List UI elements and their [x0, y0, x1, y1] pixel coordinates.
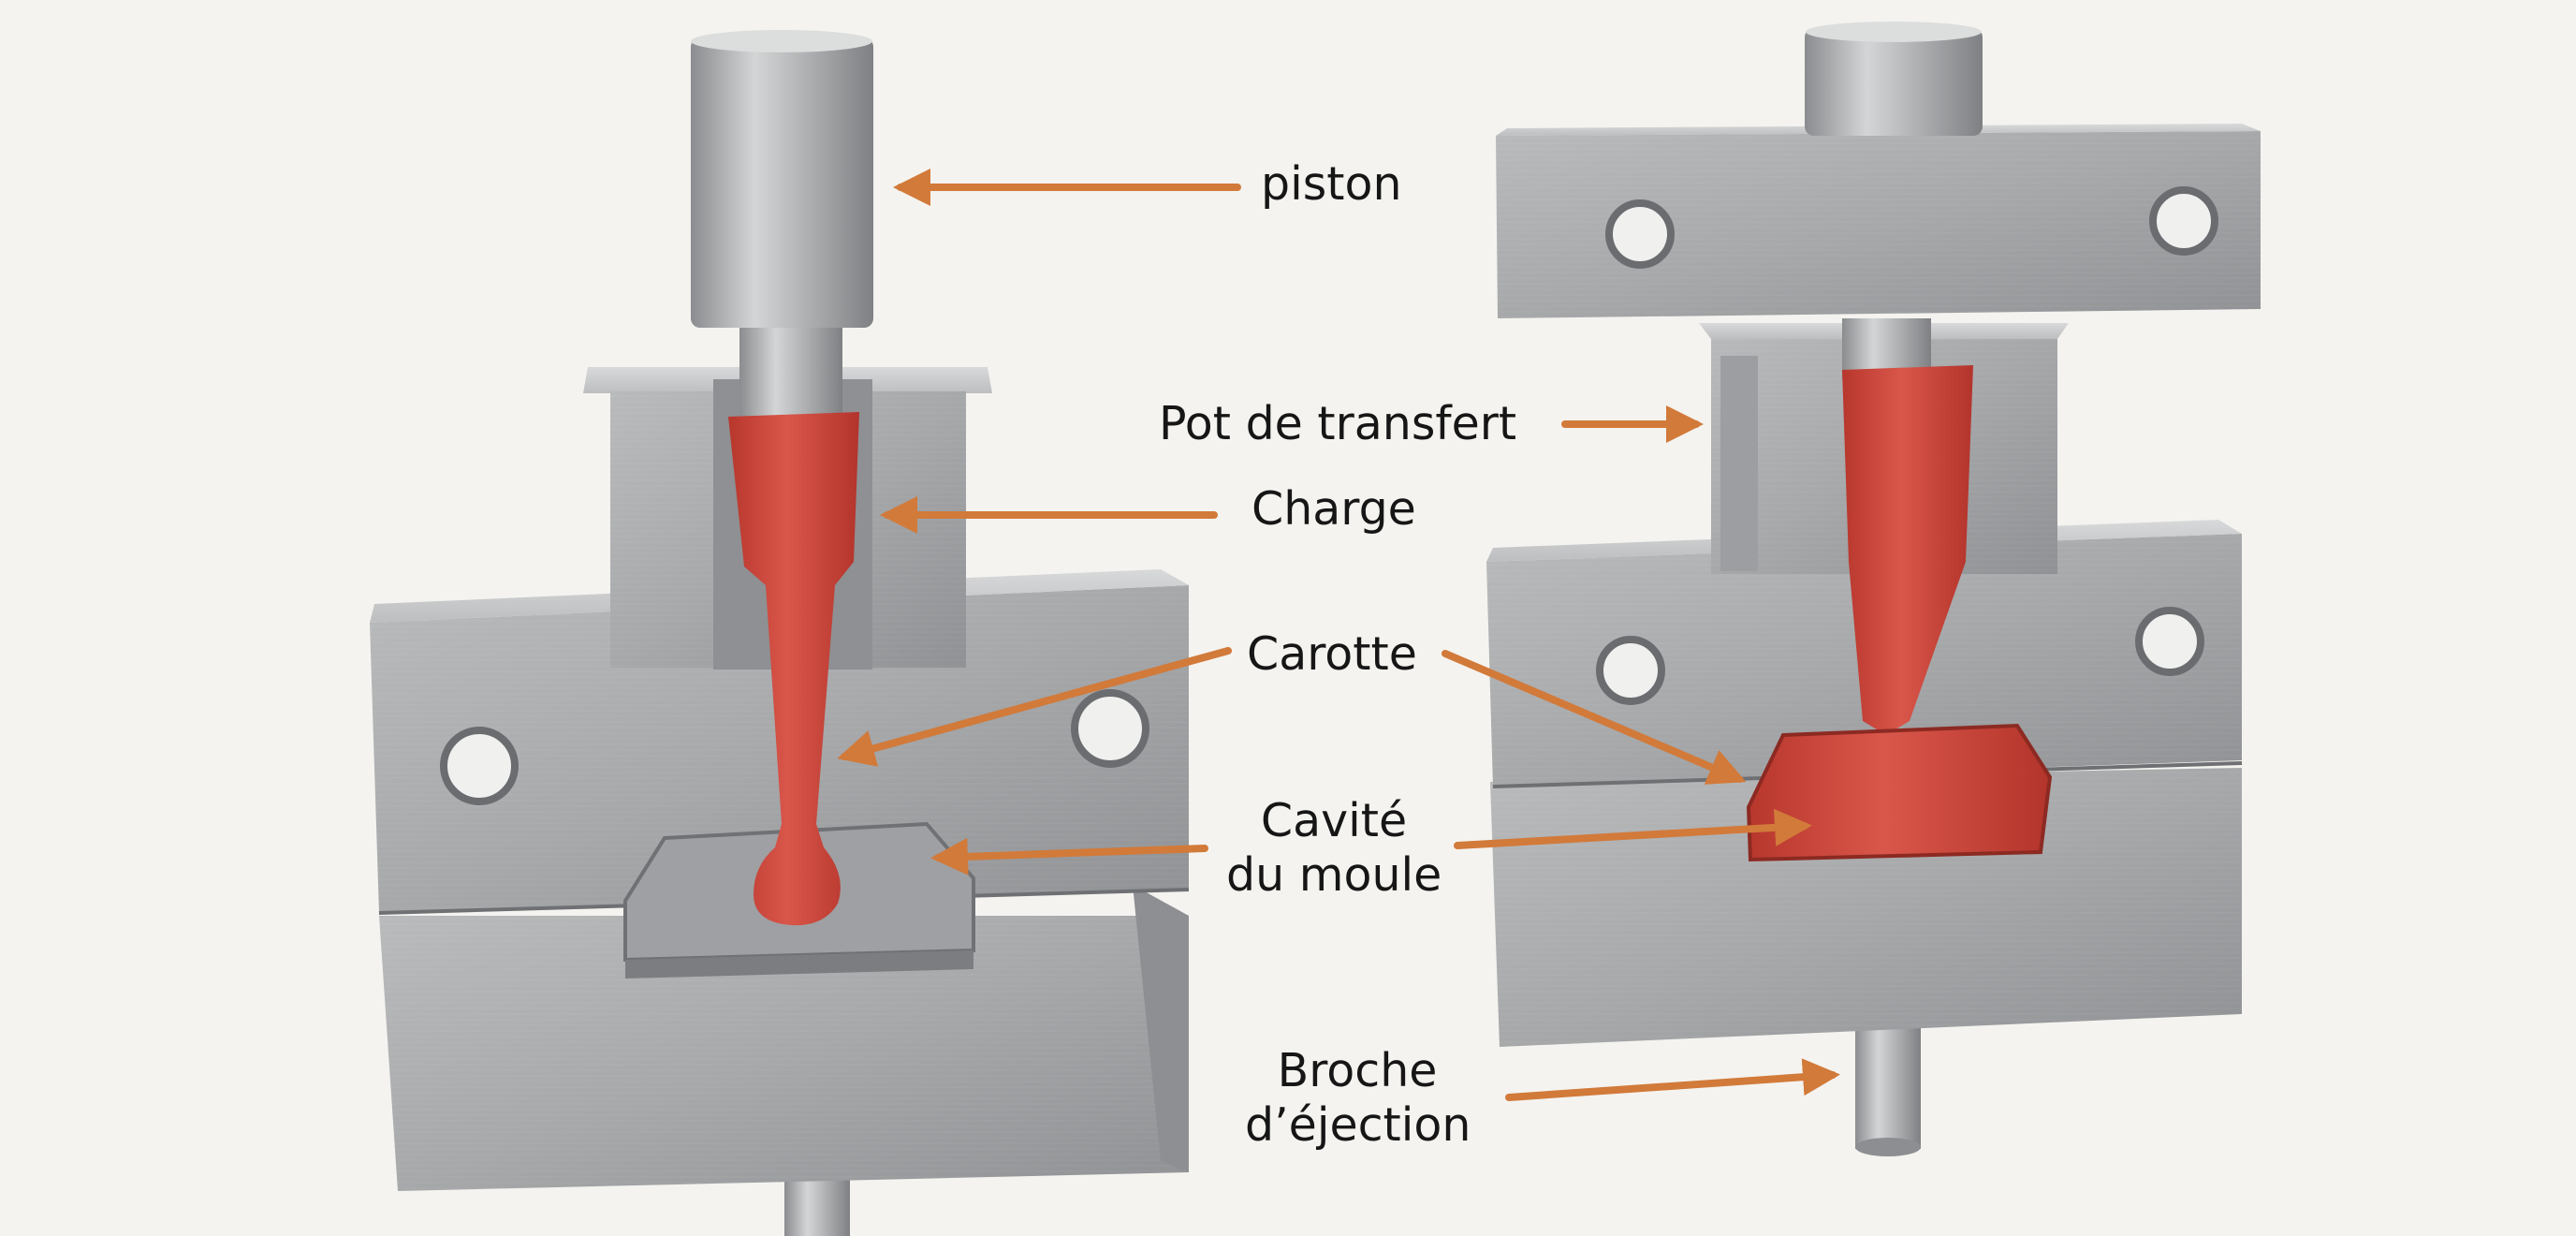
label-broche-line2: d’éjection: [1245, 1098, 1471, 1152]
right-plate-hole-left: [1605, 199, 1675, 269]
right-bolt-hole-left: [1596, 636, 1665, 705]
right-charge: [1842, 365, 1973, 735]
left-lower-block: [379, 885, 1189, 1191]
left-bolt-hole-left: [440, 727, 519, 805]
label-broche-d-ejection: Broche d’éjection: [1245, 1044, 1471, 1153]
arrow-carotte-right: [1442, 650, 1747, 785]
left-charge: [728, 412, 859, 926]
label-broche-line1: Broche: [1277, 1044, 1438, 1097]
right-lower-block: [1490, 768, 2242, 1047]
label-carotte: Carotte: [1247, 627, 1417, 681]
callout-arrows: [837, 169, 1840, 1101]
label-cavite-du-moule: Cavité du moule: [1226, 794, 1442, 903]
label-cavite-line2: du moule: [1226, 848, 1442, 902]
label-pot-de-transfert: Pot de transfert: [1159, 397, 1517, 450]
arrow-cavite-right: [1454, 808, 1812, 849]
right-plate-hole-right: [2149, 186, 2218, 256]
label-piston: piston: [1261, 157, 1402, 211]
right-bolt-hole-right: [2135, 607, 2204, 676]
left-mold: [370, 30, 1190, 1236]
right-mold: [1486, 22, 2261, 1156]
right-piston: [1805, 22, 1983, 379]
arrow-cavite-left: [930, 837, 1208, 876]
label-cavite-line1: Cavité: [1260, 794, 1408, 847]
right-top-plate: [1496, 124, 2261, 318]
right-mold-cavity-fill: [1746, 723, 2053, 862]
left-bolt-hole-right: [1071, 689, 1149, 768]
label-charge: Charge: [1251, 482, 1416, 536]
arrow-broche: [1505, 1058, 1840, 1101]
arrow-carotte-left: [837, 647, 1232, 767]
